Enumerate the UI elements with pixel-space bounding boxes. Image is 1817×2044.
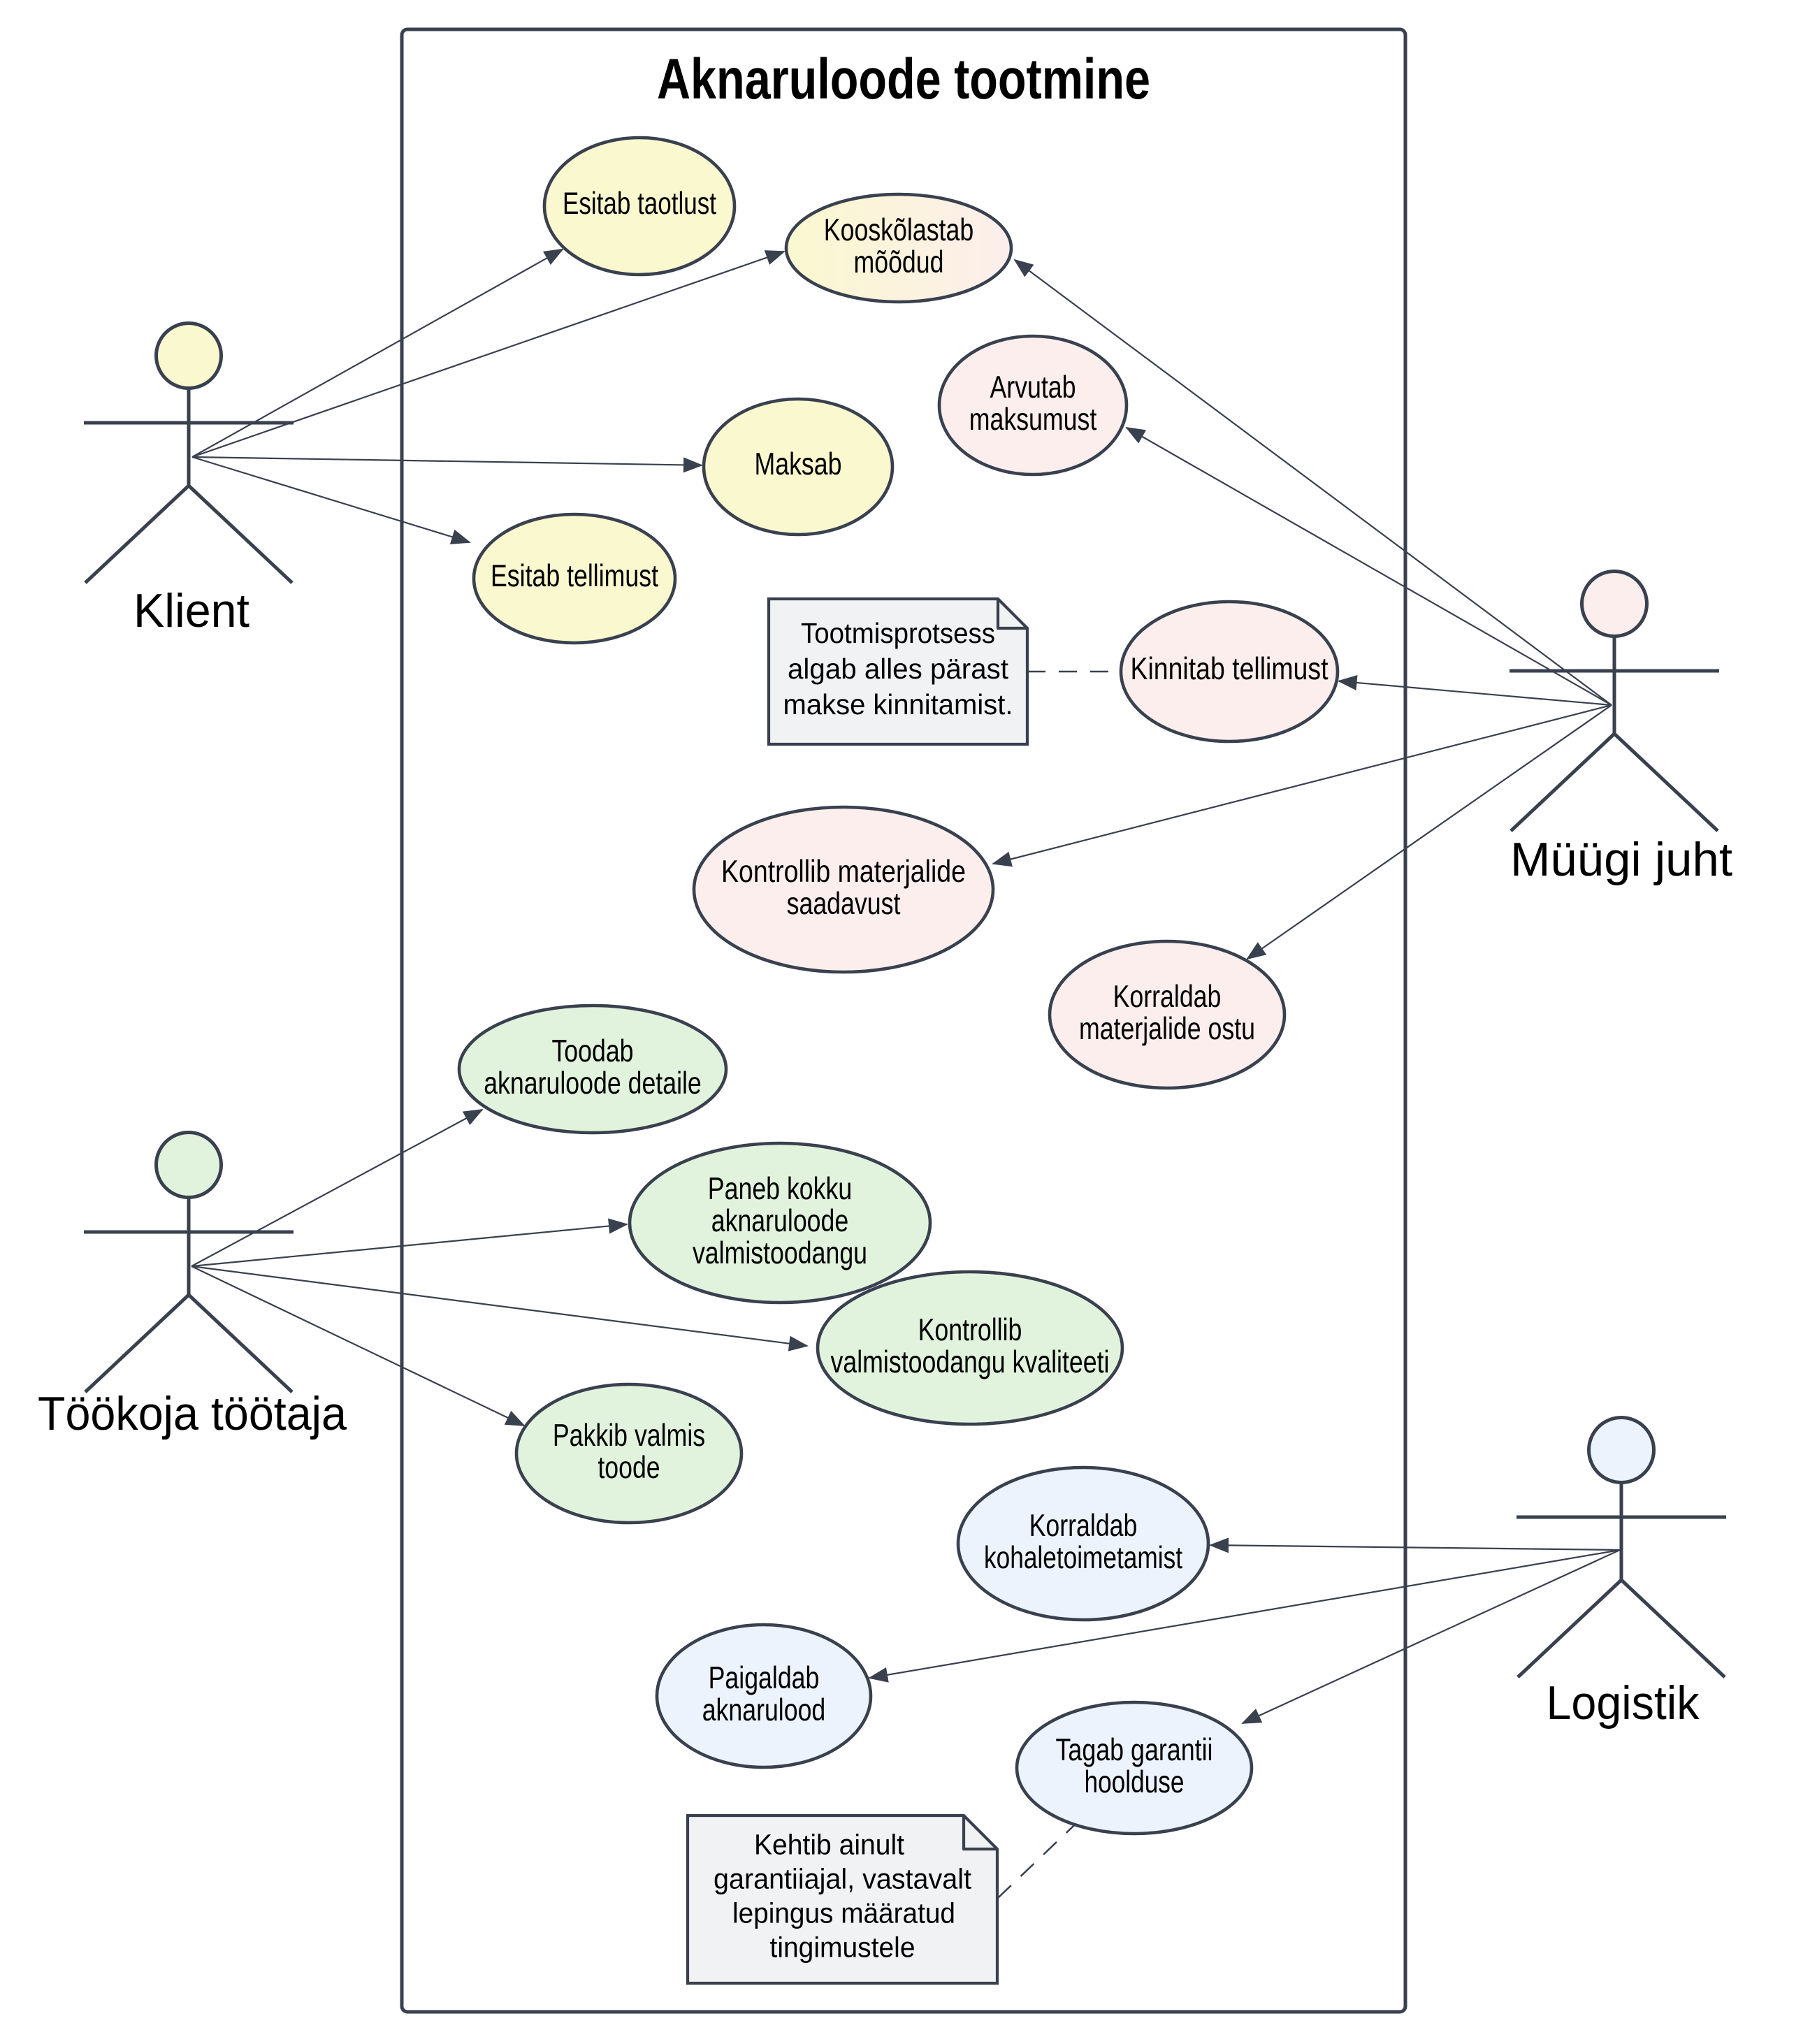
svg-text:Kooskõlastab: Kooskõlastab bbox=[824, 213, 973, 247]
svg-text:aknaruloode detaile: aknaruloode detaile bbox=[484, 1066, 702, 1101]
svg-text:algab alles pärast: algab alles pärast bbox=[788, 653, 1009, 685]
svg-text:tingimustele: tingimustele bbox=[770, 1931, 915, 1964]
svg-text:Korraldab: Korraldab bbox=[1113, 980, 1222, 1014]
svg-text:Kontrollib: Kontrollib bbox=[918, 1313, 1022, 1347]
svg-text:kohaletoimetamist: kohaletoimetamist bbox=[984, 1541, 1182, 1575]
svg-text:Logistik: Logistik bbox=[1547, 1676, 1700, 1730]
svg-text:Kehtib ainult: Kehtib ainult bbox=[754, 1829, 905, 1861]
svg-text:Esitab taotlust: Esitab taotlust bbox=[563, 187, 717, 221]
svg-text:Kinnitab tellimust: Kinnitab tellimust bbox=[1131, 652, 1329, 686]
svg-text:Toodab: Toodab bbox=[551, 1034, 633, 1068]
svg-text:garantiiajal, vastavalt: garantiiajal, vastavalt bbox=[714, 1863, 972, 1895]
svg-text:Korraldab: Korraldab bbox=[1029, 1509, 1138, 1543]
svg-text:Klient: Klient bbox=[133, 584, 249, 637]
svg-text:Paigaldab: Paigaldab bbox=[709, 1661, 820, 1695]
svg-text:Esitab tellimust: Esitab tellimust bbox=[491, 559, 659, 593]
svg-text:Paneb kokku: Paneb kokku bbox=[708, 1172, 852, 1206]
svg-text:Maksab: Maksab bbox=[755, 447, 842, 481]
svg-text:hoolduse: hoolduse bbox=[1085, 1765, 1185, 1799]
svg-text:toode: toode bbox=[598, 1451, 660, 1485]
svg-text:makse kinnitamist.: makse kinnitamist. bbox=[783, 688, 1013, 720]
svg-text:Pakkib valmis: Pakkib valmis bbox=[553, 1419, 705, 1453]
svg-text:Kontrollib materjalide: Kontrollib materjalide bbox=[721, 855, 966, 889]
svg-text:Töökoja töötaja: Töökoja töötaja bbox=[38, 1387, 347, 1440]
svg-text:Tootmisprotsess: Tootmisprotsess bbox=[801, 617, 995, 649]
svg-text:materjalide ostu: materjalide ostu bbox=[1079, 1012, 1255, 1046]
svg-text:aknaruloode: aknaruloode bbox=[711, 1204, 849, 1238]
svg-text:aknarulood: aknarulood bbox=[702, 1693, 826, 1727]
svg-text:Aknaruloode tootmine: Aknaruloode tootmine bbox=[657, 48, 1150, 111]
svg-text:maksumust: maksumust bbox=[969, 403, 1097, 437]
svg-text:valmistoodangu kvaliteeti: valmistoodangu kvaliteeti bbox=[831, 1345, 1110, 1379]
svg-text:valmistoodangu: valmistoodangu bbox=[693, 1236, 867, 1270]
svg-text:lepingus määratud: lepingus määratud bbox=[732, 1897, 955, 1929]
svg-text:Arvutab: Arvutab bbox=[990, 370, 1076, 405]
svg-text:mõõdud: mõõdud bbox=[854, 245, 944, 280]
svg-text:Müügi juht: Müügi juht bbox=[1510, 833, 1732, 886]
svg-text:Tagab garantii: Tagab garantii bbox=[1056, 1733, 1213, 1767]
svg-text:saadavust: saadavust bbox=[787, 887, 901, 921]
